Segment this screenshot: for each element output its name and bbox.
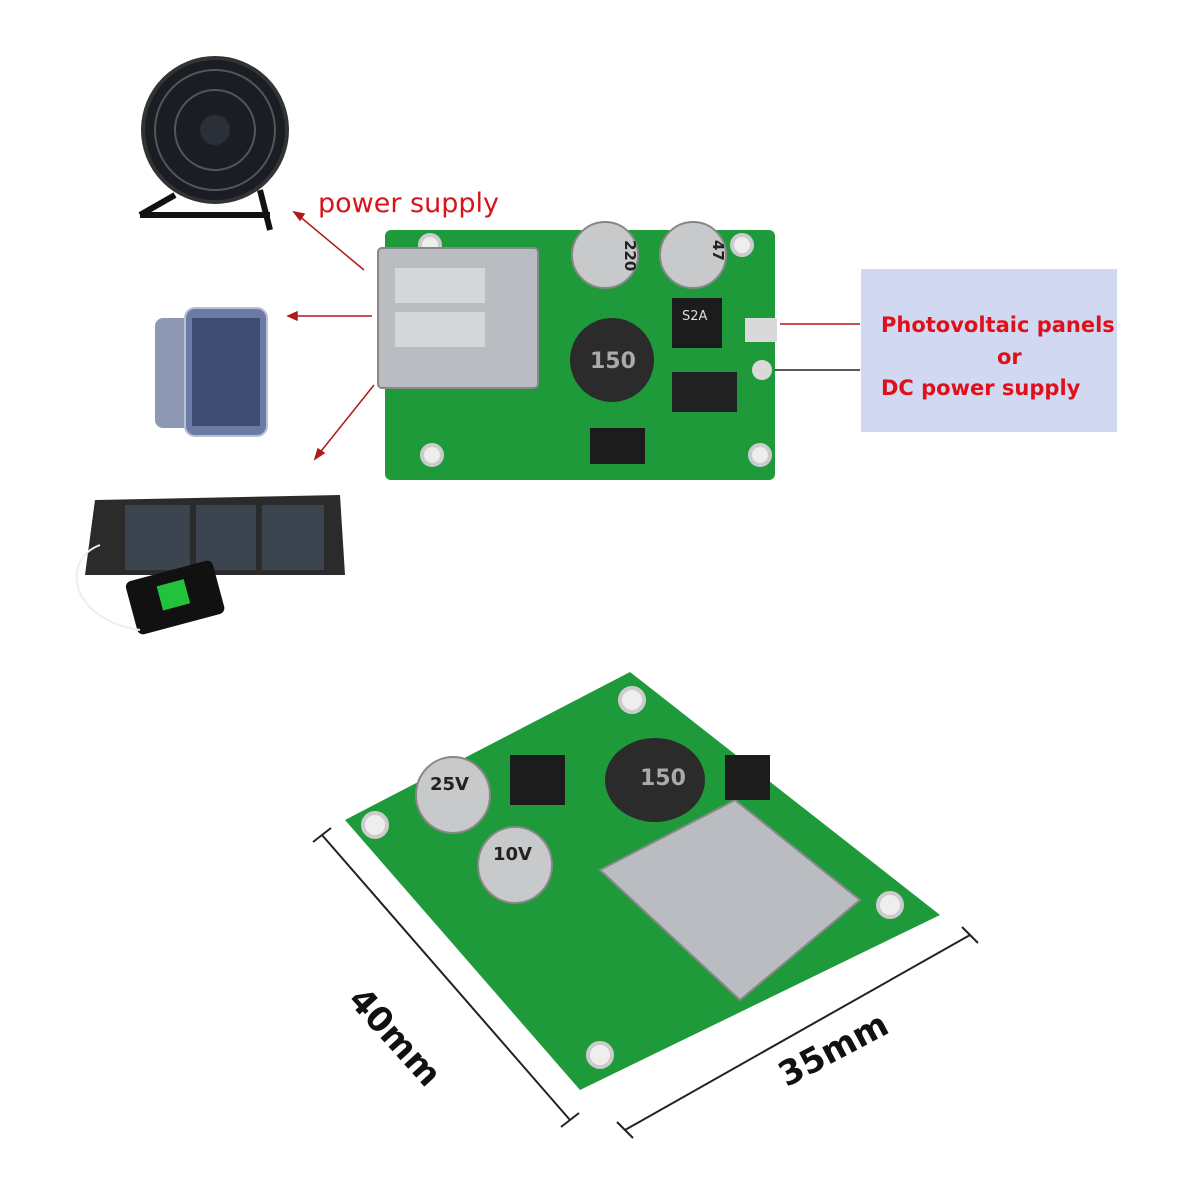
output-label: power supply — [318, 188, 499, 219]
svg-text:150: 150 — [640, 766, 686, 791]
svg-text:220: 220 — [621, 240, 639, 271]
desk-fan-image — [138, 56, 289, 231]
svg-text:47: 47 — [709, 240, 727, 261]
usb-port-3d — [598, 798, 862, 1002]
input-label-line3: DC power supply — [881, 376, 1081, 400]
svg-text:10V: 10V — [493, 844, 532, 865]
dimension-lines — [312, 827, 979, 1139]
input-label-line2: or — [997, 345, 1022, 369]
pcb-top-view: 220 47 150 S2A — [377, 221, 777, 480]
input-label-box: Photovoltaic panels or DC power supply — [861, 269, 1117, 432]
svg-text:150: 150 — [590, 349, 636, 374]
svg-text:S2A: S2A — [682, 309, 708, 324]
input-label-line1: Photovoltaic panels — [881, 313, 1115, 337]
smartphone-image — [155, 307, 268, 437]
solar-panel-charger-image — [75, 495, 345, 635]
pcb-perspective-view: 25V 10V 150 — [345, 672, 940, 1090]
svg-text:25V: 25V — [430, 774, 469, 795]
output-arrows — [286, 210, 860, 461]
